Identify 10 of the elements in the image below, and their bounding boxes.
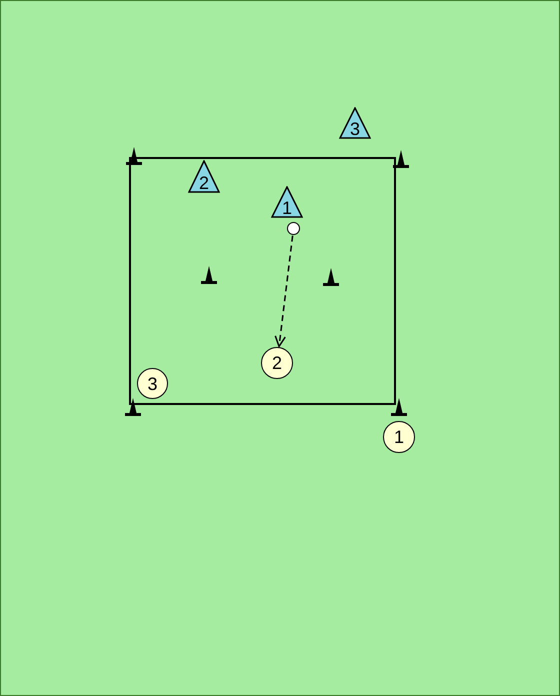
triangle-marker: [339, 107, 371, 139]
player-number: 3: [350, 120, 360, 138]
pass-arrow: [274, 236, 294, 348]
player-number: 3: [147, 374, 158, 392]
player-number: 1: [282, 199, 292, 217]
player-number: 2: [272, 354, 282, 372]
triangle-marker: [188, 160, 220, 193]
player-number: 2: [198, 174, 209, 192]
triangle-marker: [271, 186, 303, 218]
player-number: 1: [394, 428, 404, 446]
